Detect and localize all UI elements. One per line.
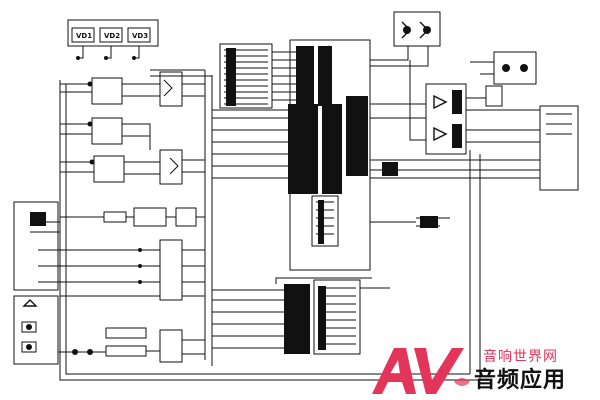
left-connector-panel (13, 201, 60, 365)
vd1-label: VD1 (76, 32, 92, 40)
vd3-box (127, 27, 151, 43)
watermark-site-name: 音响世界网 (483, 349, 558, 365)
central-pin-array: · (212, 39, 371, 271)
right-amp-stage (370, 83, 579, 228)
chip-label-main: · (328, 43, 330, 50)
watermark-app-name: 音频应用 (474, 368, 567, 393)
vd1-box (71, 27, 95, 43)
right-bus (409, 60, 481, 380)
top-right-devices (370, 11, 537, 85)
av-logo (372, 348, 470, 394)
vd2-label: VD2 (104, 32, 120, 40)
mid-left-circuit (60, 207, 205, 301)
regulator-blocks (60, 71, 205, 185)
vd2-box (99, 27, 123, 43)
site-watermark: 音响世界网 音频应用 (368, 342, 600, 400)
left-bus (59, 69, 480, 381)
lower-central-connector (212, 277, 390, 355)
lower-left-circuit (58, 327, 205, 363)
vd-module-group: VD1 VD2 VD3 (67, 19, 159, 60)
vd3-label: VD3 (132, 32, 148, 40)
output-connector (539, 105, 579, 191)
